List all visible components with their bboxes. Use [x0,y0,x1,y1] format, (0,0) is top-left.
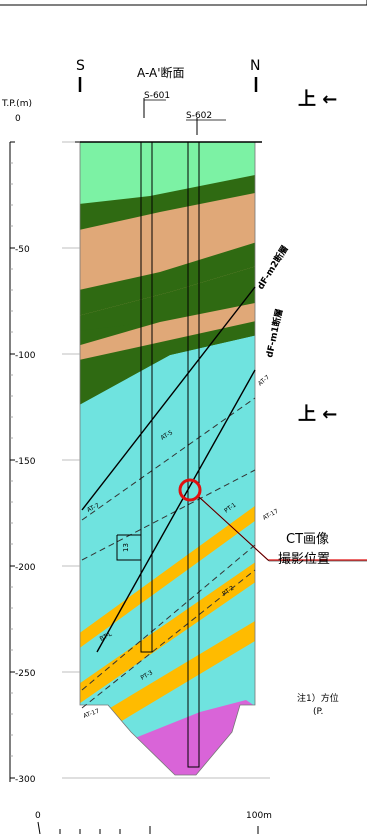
layer-magenta [130,700,255,775]
scale-100m-label: 100m [246,811,272,821]
horizontal-scale [37,821,259,835]
tick-label-minus100: -100 [15,351,36,361]
direction-south: S [76,58,85,74]
scale-zero-label: 0 [35,811,41,821]
bed-pt2 [80,552,255,710]
marker-at17-right: AT-17 [262,508,280,522]
fault-lines [81,286,256,653]
bed-btl-pt1 [80,495,255,655]
up-arrow-label-lower: 上 ← [298,404,337,425]
tick-label-0: 0 [15,114,21,124]
tick-label-minus300: -300 [15,775,36,785]
marker-at7-lower: AT-7 [86,502,101,514]
layer-dark-green-1 [80,172,255,232]
tick-label-minus250: -250 [15,669,36,679]
offset-bracket [116,534,142,561]
ct-label-line1: CT画像 [286,532,329,547]
boreholes [140,98,200,768]
tephra-dashed-lines [81,397,256,709]
note-line2: (P. [313,707,323,717]
section-title: A-A'断面 [137,65,185,80]
section-outline [79,141,256,776]
direction-north: N [250,58,260,74]
note-line1: 注1）方位 [297,692,339,704]
tick-label-minus200: -200 [15,563,36,573]
layer-tan-2 [80,300,255,362]
fault-label-dfm1: dF-m1断層 [263,308,285,359]
marker-at17-left: AT-17 [82,708,100,720]
bed-pt3 [90,612,255,740]
borehole-label-s602: S-602 [186,111,212,121]
geology-layers [80,142,255,775]
ct-label-line2: 撮影位置 [278,551,330,567]
depth-axis [9,141,270,782]
borehole-s602 [187,141,200,768]
tick-label-minus50: -50 [15,245,30,255]
borehole-s601 [140,141,153,653]
ct-leader-line-outline [198,496,367,562]
layer-dark-green-2 [80,238,255,318]
layer-light-green [80,142,255,215]
axis-unit-label: T.P.(m) [1,99,32,109]
fault-label-dfm2: dF-m2断層 [254,243,291,292]
tick-label-minus150: -150 [15,457,36,467]
offset-label: 13 [122,543,130,552]
marker-at7-upper: AT-7 [257,374,271,388]
borehole-label-s601: S-601 [144,91,170,101]
up-arrow-label-upper: 上 ← [298,89,337,110]
ct-position-circle [178,478,202,502]
